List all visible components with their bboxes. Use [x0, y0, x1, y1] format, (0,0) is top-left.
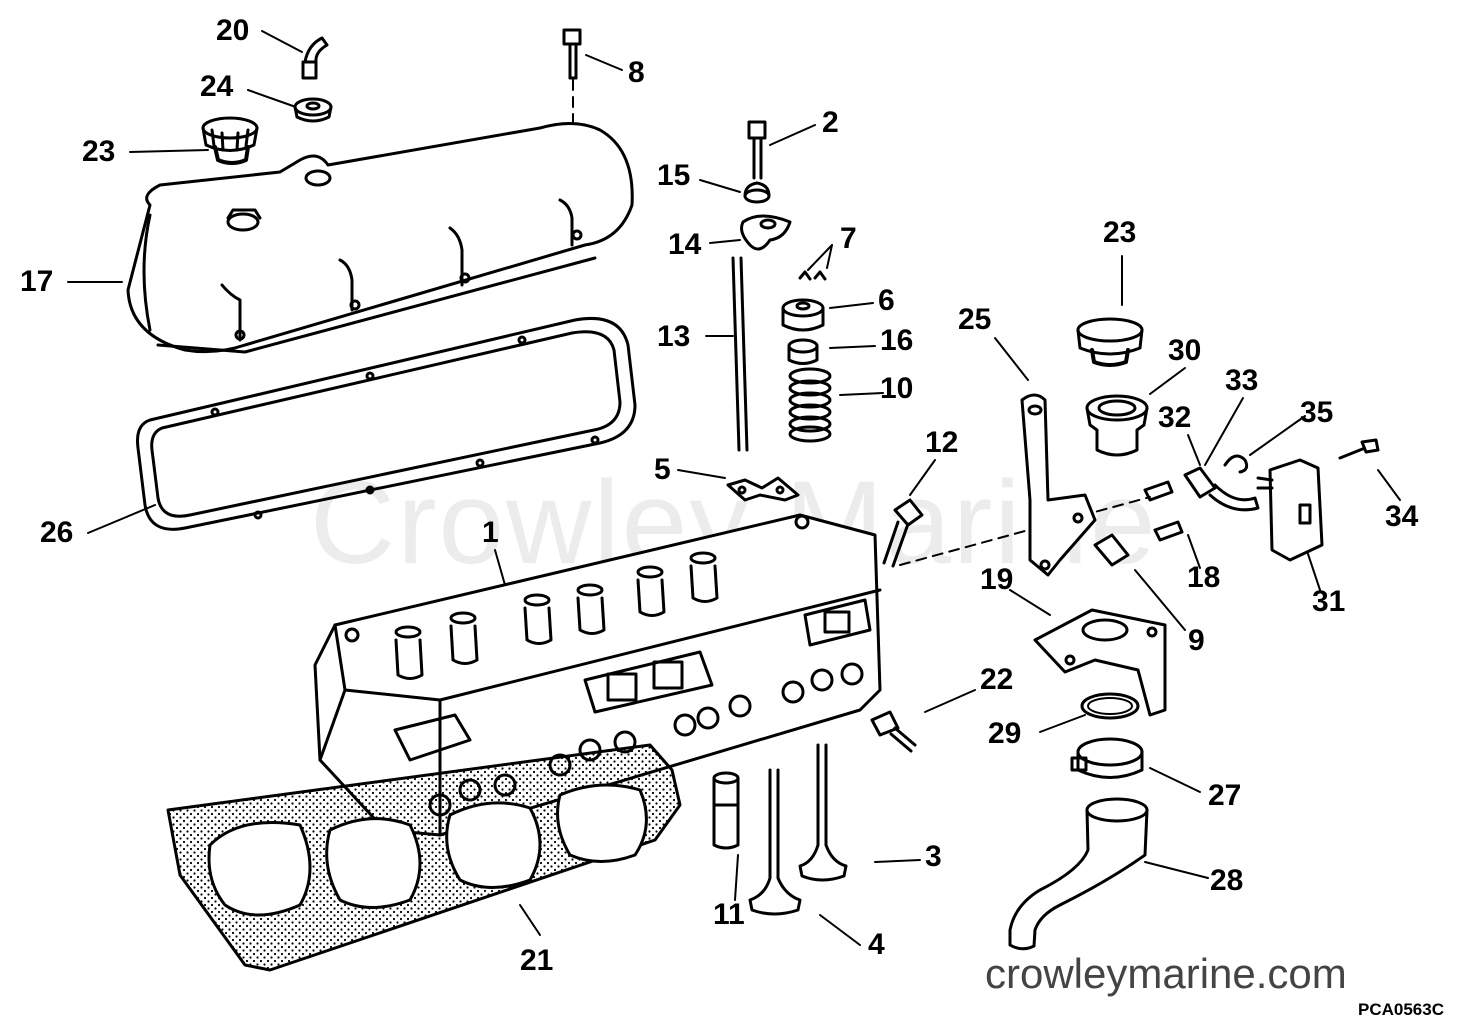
rocker-arm [740, 214, 792, 251]
mounting-bracket [1020, 393, 1097, 577]
callout-23: 23 [82, 135, 116, 168]
callout-13: 13 [657, 320, 691, 353]
push-rod [731, 256, 749, 452]
oil-filler-cap-left [201, 116, 259, 165]
valve-cover [126, 122, 634, 354]
cover-bolt [562, 28, 582, 80]
o-ring [1080, 692, 1140, 720]
spring-cap [781, 298, 825, 332]
callout-28: 28 [1210, 864, 1244, 897]
callout-34: 34 [1385, 500, 1419, 533]
callout-8: 8 [628, 56, 645, 89]
coolant-hose [1008, 797, 1149, 951]
callout-17: 17 [20, 265, 54, 298]
bracket-screws [1093, 480, 1184, 567]
callout-10: 10 [880, 372, 914, 405]
callout-19: 19 [980, 563, 1014, 596]
callout-32: 32 [1158, 401, 1192, 434]
sender-bolt [882, 498, 924, 568]
callout-15: 15 [657, 159, 691, 192]
callout-23-right: 23 [1103, 216, 1137, 249]
rocker-ball [743, 181, 771, 204]
cylinder-head [313, 513, 882, 837]
rocker-stud [747, 120, 767, 180]
exhaust-valve [748, 768, 802, 916]
callout-33: 33 [1225, 364, 1259, 397]
callout-26: 26 [40, 516, 74, 549]
callout-9: 9 [1188, 624, 1205, 657]
module-screw [1338, 438, 1380, 460]
grommet [293, 97, 333, 123]
callout-11: 11 [713, 898, 745, 931]
thermostat-housing [1033, 608, 1167, 717]
intake-valve [798, 743, 848, 882]
callout-30: 30 [1168, 334, 1202, 367]
callout-31: 31 [1312, 585, 1346, 618]
callout-18: 18 [1187, 561, 1221, 594]
pushrod-guide [726, 476, 800, 502]
callout-27: 27 [1208, 779, 1242, 812]
valve-cover-gasket [136, 316, 637, 531]
callout-7: 7 [840, 222, 857, 255]
callout-3: 3 [925, 840, 942, 873]
callout-16: 16 [880, 324, 914, 357]
callout-12: 12 [925, 426, 959, 459]
callout-1: 1 [482, 516, 499, 549]
oil-filler-cap-right [1076, 317, 1144, 367]
callout-24: 24 [200, 70, 234, 103]
callout-14: 14 [668, 228, 702, 261]
hose-clamp [1070, 737, 1144, 779]
electronic-module [1256, 458, 1324, 562]
valve-keepers [798, 270, 827, 281]
callout-35: 35 [1300, 396, 1334, 429]
oil-fill-tube [1085, 394, 1149, 457]
callout-2: 2 [822, 106, 839, 139]
breather-elbow [301, 36, 329, 80]
assembly-dash-lines [239, 79, 1151, 566]
temp-sender [870, 710, 917, 753]
valve-shield [787, 338, 819, 365]
valve-lifter [712, 771, 740, 850]
callout-4: 4 [868, 928, 885, 961]
callout-29: 29 [988, 717, 1022, 750]
wire-clip [1223, 454, 1249, 474]
callout-22: 22 [980, 663, 1014, 696]
callout-21: 21 [520, 944, 554, 977]
callout-20: 20 [216, 14, 250, 47]
o-ring-inner [1087, 697, 1133, 715]
callout-5: 5 [654, 453, 671, 486]
sensor-plug [1183, 466, 1260, 512]
reference-code: PCA0563C [1358, 1000, 1444, 1019]
leader-lines [67, 30, 1401, 946]
valve-spring [788, 367, 832, 443]
callout-25: 25 [958, 303, 992, 336]
callout-6: 6 [878, 284, 895, 317]
site-url-text: crowleymarine.com [985, 950, 1347, 997]
head-gasket [166, 743, 682, 972]
